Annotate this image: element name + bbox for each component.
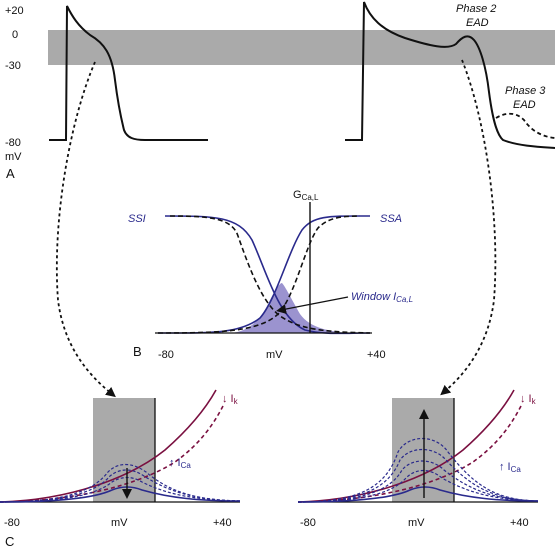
phase3-annotation-line2: EAD xyxy=(513,99,536,111)
c-left-ica-label: ↑ ICa xyxy=(169,457,191,470)
b-x-axis-unit: mV xyxy=(266,349,283,361)
window-subscript: Ca,L xyxy=(396,295,413,304)
window-current-area xyxy=(230,283,360,333)
window-i: Window I xyxy=(351,291,396,303)
c-right-ica-dashed-1 xyxy=(297,469,539,503)
panel-c-label: C xyxy=(5,534,14,549)
y-tick-plus20: +20 xyxy=(5,5,24,17)
c-left-x-axis-unit: mV xyxy=(111,517,128,529)
phase2-annotation-line1: Phase 2 xyxy=(456,3,496,15)
panel-c-right: ↓ Ik ↑ ICa -80 mV +40 xyxy=(297,389,539,529)
c-right-ica-solid xyxy=(297,486,539,503)
c-right-x-tick-minus80: -80 xyxy=(300,517,316,529)
c-left-ica-dashed-3 xyxy=(0,463,241,503)
ssi-curve-shifted xyxy=(169,215,371,334)
c-right-ica-sub: Ca xyxy=(511,465,522,474)
panel-a: +20 0 -30 -80 mV A Phase 2 EAD Phase 3 E… xyxy=(5,1,555,181)
c-right-ik-label: ↓ Ik xyxy=(520,393,537,406)
c-left-ik-label: ↓ Ik xyxy=(222,393,239,406)
threshold-band xyxy=(48,30,555,65)
action-potential-normal xyxy=(49,5,208,141)
panel-c-left: ↓ Ik ↑ ICa -80 mV +40 C xyxy=(0,389,241,549)
c-left-ik-sub: k xyxy=(234,397,239,406)
connector-arrow-right xyxy=(440,59,497,396)
y-tick-minus80: -80 xyxy=(5,137,21,149)
c-right-ica-dashed-2 xyxy=(297,460,539,503)
b-x-tick-plus40: +40 xyxy=(367,349,386,361)
gcal-g: G xyxy=(293,189,302,201)
c-left-ica-solid xyxy=(0,486,241,503)
gcal-label: GCa,L xyxy=(293,189,319,202)
connector-arrow-left xyxy=(55,61,116,398)
c-right-ica-label: ↑ ICa xyxy=(499,461,521,474)
y-tick-zero: 0 xyxy=(12,29,18,41)
c-left-ica-text: ↑ I xyxy=(169,457,181,469)
phase3-annotation-line1: Phase 3 xyxy=(505,85,546,97)
y-tick-minus30: -30 xyxy=(5,60,21,72)
ssa-curve-shifted xyxy=(157,215,361,334)
panel-b: SSI SSA GCa,L Window ICa,L B -80 mV +40 xyxy=(128,189,413,361)
c-left-ik-text: ↓ I xyxy=(222,393,234,405)
window-label: Window ICa,L xyxy=(351,291,413,304)
ssa-label: SSA xyxy=(380,213,402,225)
c-right-x-tick-plus40: +40 xyxy=(510,517,529,529)
c-right-ica-dashed-4 xyxy=(297,438,539,503)
c-left-gray-window xyxy=(93,398,155,502)
ssi-label: SSI xyxy=(128,213,146,225)
panel-b-label: B xyxy=(133,344,142,359)
action-potential-ead xyxy=(345,1,555,149)
window-pointer-line xyxy=(276,296,349,314)
c-right-x-axis-unit: mV xyxy=(408,517,425,529)
c-right-ik-sub: k xyxy=(532,397,537,406)
c-right-ica-text: ↑ I xyxy=(499,461,511,473)
c-left-x-tick-minus80: -80 xyxy=(4,517,20,529)
phase2-annotation-line2: EAD xyxy=(466,17,489,29)
c-left-ik-solid xyxy=(0,389,217,503)
c-left-ica-sub: Ca xyxy=(181,461,192,470)
y-axis-unit: mV xyxy=(5,151,22,163)
c-right-ica-dashed-3 xyxy=(297,448,539,503)
panel-a-label: A xyxy=(6,166,15,181)
c-left-x-tick-plus40: +40 xyxy=(213,517,232,529)
c-left-ica-dashed-2 xyxy=(0,469,241,503)
b-x-tick-minus80: -80 xyxy=(158,349,174,361)
phase3-ead-trace xyxy=(495,112,555,139)
gcal-subscript: Ca,L xyxy=(302,193,319,202)
c-right-ik-text: ↓ I xyxy=(520,393,532,405)
